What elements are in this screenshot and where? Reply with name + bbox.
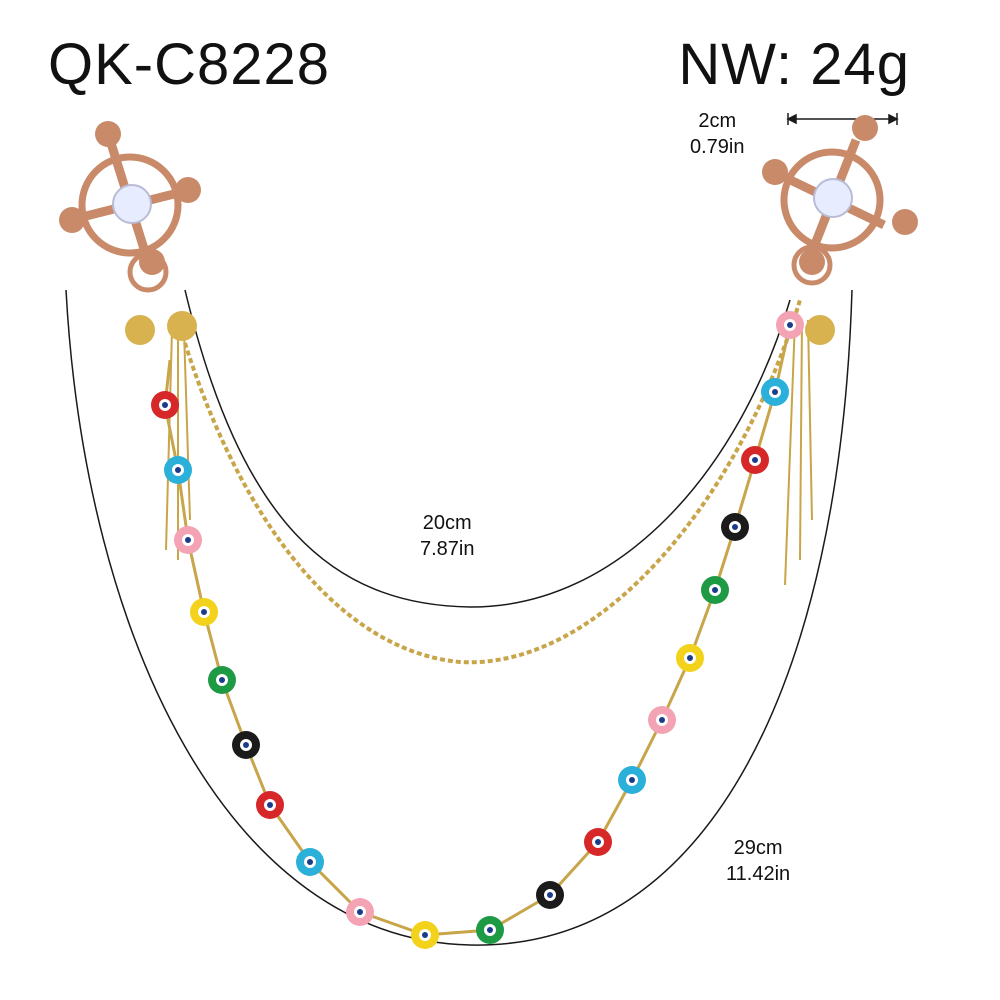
evil-eye-bead-chain — [163, 324, 792, 937]
short-gold-chain — [176, 299, 802, 665]
evil-eye-pupil — [752, 457, 758, 463]
long-chain-measure-line — [65, 289, 853, 946]
long-chain-label: 29cm 11.42in — [726, 835, 790, 887]
evil-eye-pupil — [547, 892, 553, 898]
evil-eye-pupil — [659, 717, 665, 723]
evil-eye-pupil — [175, 467, 181, 473]
evil-eye-pupil — [687, 655, 693, 661]
left-bell-2 — [167, 311, 197, 341]
net-weight: NW: 24g — [678, 32, 910, 97]
evil-eye-pupil — [487, 927, 493, 933]
evil-eye-pupil — [162, 402, 168, 408]
right-bell-1 — [805, 315, 835, 345]
evil-eye-pupil — [787, 322, 793, 328]
left-bell-1 — [125, 315, 155, 345]
evil-eye-pupil — [357, 909, 363, 915]
left-tassel-chains — [165, 329, 191, 560]
model-number: QK-C8228 — [48, 32, 331, 97]
evil-eye-pupil — [307, 859, 313, 865]
evil-eye-pupil — [732, 524, 738, 530]
evil-eye-pupil — [422, 932, 428, 938]
clamp-width-label: 2cm 0.79in — [690, 108, 745, 160]
short-chain-in: 7.87in — [420, 538, 475, 560]
long-chain-cm: 29cm — [733, 837, 783, 859]
evil-eye-pupil — [243, 742, 249, 748]
evil-eye-pupil — [185, 537, 191, 543]
evil-eye-pupil — [772, 389, 778, 395]
clamp-width-cm: 2cm — [698, 110, 737, 132]
evil-eye-pupil — [219, 677, 225, 683]
evil-eye-pupil — [267, 802, 273, 808]
evil-eye-pupil — [201, 609, 207, 615]
right-crystal — [813, 178, 853, 218]
evil-eye-pupil — [712, 587, 718, 593]
short-chain-label: 20cm 7.87in — [420, 510, 475, 562]
short-chain-cm: 20cm — [422, 512, 472, 534]
short-chain-measure-line — [184, 289, 791, 608]
right-tassel-chains — [784, 319, 813, 586]
evil-eye-beads — [151, 311, 804, 949]
evil-eye-pupil — [629, 777, 635, 783]
left-crystal — [112, 184, 152, 224]
clamp-width-in: 0.79in — [690, 136, 745, 158]
long-chain-in: 11.42in — [726, 863, 791, 885]
left-nipple-clamp — [59, 121, 201, 345]
right-nipple-clamp — [762, 115, 918, 345]
evil-eye-pupil — [595, 839, 601, 845]
clamp-width-arrow — [786, 113, 899, 125]
